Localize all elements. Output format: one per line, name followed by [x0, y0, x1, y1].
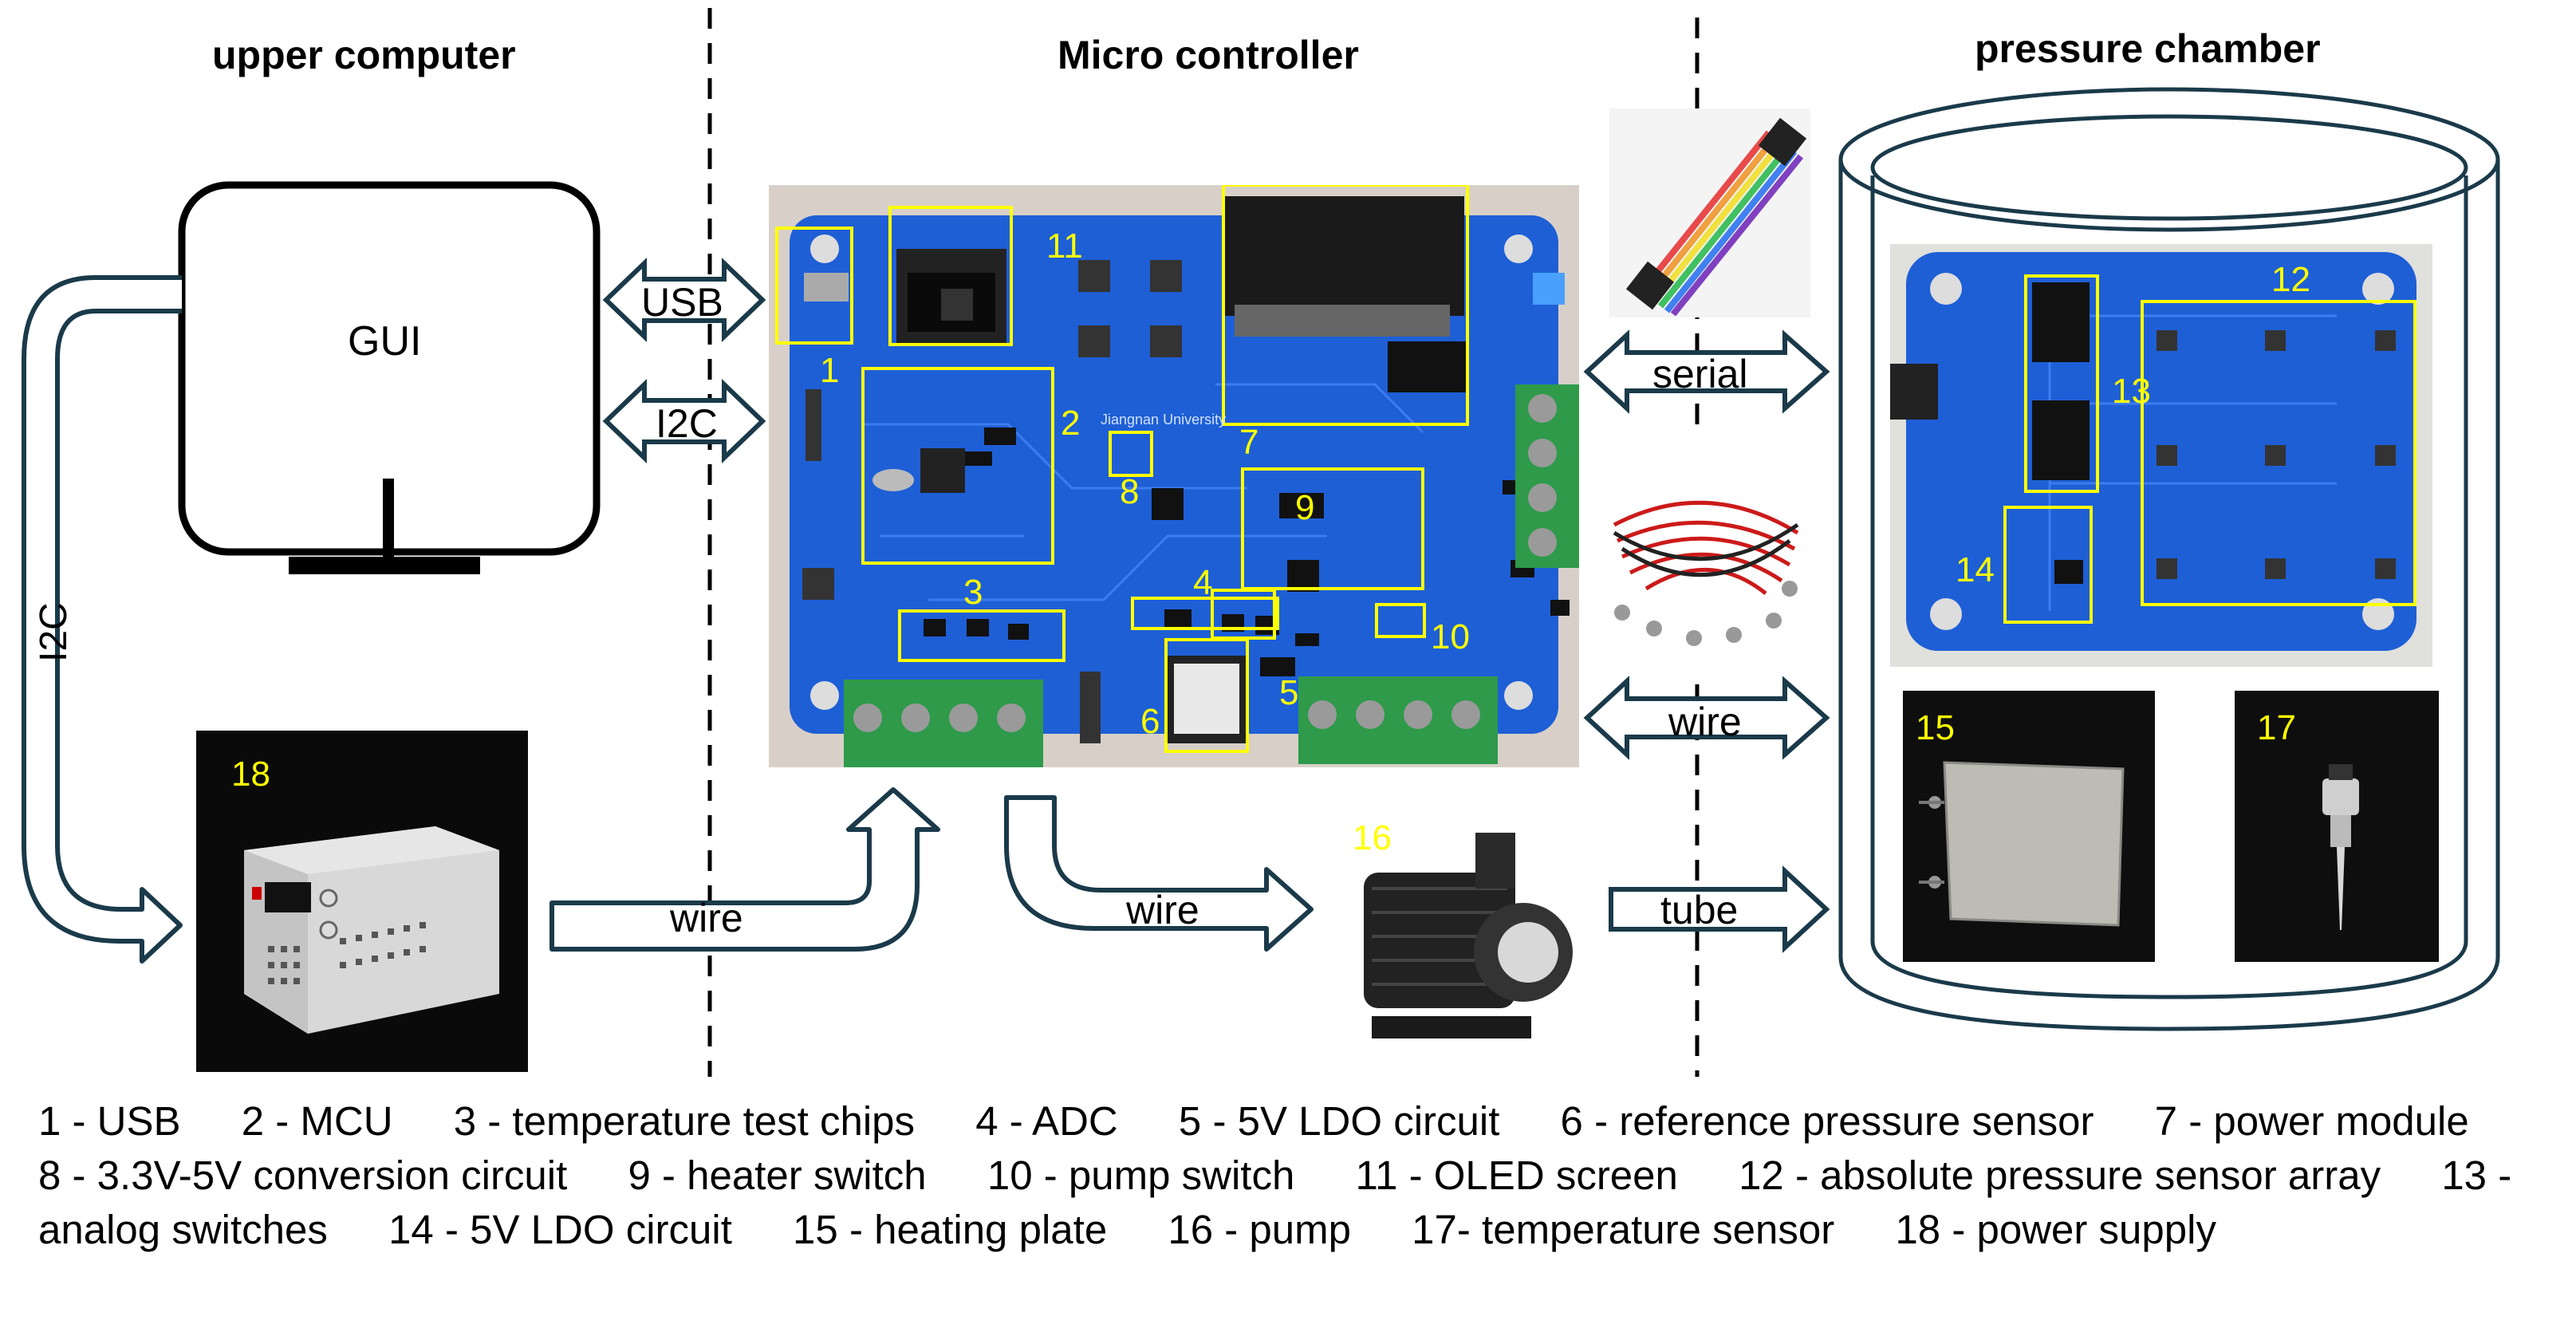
legend-item: 12 - absolute pressure sensor array — [1739, 1153, 2381, 1198]
ribbon-cable-photo — [1609, 108, 1810, 317]
board-text: Jiangnan University — [1101, 412, 1226, 428]
num-13: 13 — [2112, 372, 2151, 411]
legend: 1 - USB 2 - MCU 3 - temperature test chi… — [38, 1094, 2550, 1257]
legend-item: 7 - power module — [2154, 1098, 2469, 1144]
num-4: 4 — [1193, 563, 1213, 602]
num-18: 18 — [231, 755, 270, 794]
power-supply-photo — [196, 731, 528, 1072]
num-11: 11 — [1046, 227, 1083, 266]
num-3: 3 — [963, 573, 983, 612]
wire-left-label: wire — [670, 896, 743, 940]
wire-right-label: wire — [1668, 699, 1742, 744]
legend-item: 4 - ADC — [975, 1098, 1118, 1144]
legend-item: 9 - heater switch — [628, 1153, 927, 1198]
num-9: 9 — [1295, 488, 1315, 527]
num-16: 16 — [1353, 818, 1392, 857]
wire-down-arrow — [1004, 795, 1314, 952]
wire-pump-label: wire — [1126, 888, 1199, 932]
serial-arrow — [1583, 329, 1830, 414]
heating-plate-photo — [1903, 691, 2155, 962]
chamber-cylinder — [1838, 87, 2500, 1031]
monitor-neck — [383, 479, 394, 566]
legend-item: 10 - pump switch — [987, 1153, 1295, 1198]
num-14: 14 — [1956, 550, 1995, 589]
legend-item: 1 - USB — [38, 1098, 181, 1144]
num-5: 5 — [1279, 673, 1299, 712]
wire-right-arrow — [1583, 676, 1830, 760]
legend-item: 16 - pump — [1168, 1207, 1351, 1252]
num-12: 12 — [2271, 260, 2310, 299]
main-pcb-photo: Jiangnan University — [769, 185, 1579, 767]
pump-photo — [1340, 801, 1574, 1058]
gui-label: GUI — [348, 318, 422, 365]
legend-item: 18 - power supply — [1895, 1207, 2216, 1252]
i2c-side-label: I2C — [33, 602, 75, 662]
num-17: 17 — [2257, 708, 2296, 747]
tube-label: tube — [1660, 888, 1739, 932]
wire-up-arrow — [549, 787, 940, 952]
num-2: 2 — [1061, 404, 1081, 443]
monitor-base — [289, 557, 480, 574]
legend-item: 2 - MCU — [241, 1098, 393, 1144]
num-7: 7 — [1239, 423, 1259, 462]
temperature-sensor-photo — [2235, 691, 2439, 962]
i2c-label: I2C — [656, 401, 718, 446]
num-1: 1 — [820, 351, 840, 390]
tube-arrow — [1609, 865, 1830, 953]
num-15: 15 — [1916, 708, 1955, 747]
sensor-pcb-photo — [1890, 244, 2432, 667]
legend-item: 15 - heating plate — [793, 1207, 1108, 1252]
legend-item: 13 - analog switches — [38, 1153, 2512, 1252]
legend-item: 5 - 5V LDO circuit — [1178, 1098, 1500, 1144]
section-title-upper: upper computer — [212, 33, 516, 77]
num-10: 10 — [1431, 617, 1470, 656]
serial-label: serial — [1652, 352, 1748, 396]
i2c-arrow — [602, 378, 766, 464]
section-title-chamber: pressure chamber — [1975, 26, 2321, 71]
usb-arrow — [602, 257, 766, 343]
num-6: 6 — [1140, 702, 1160, 741]
legend-item: 17- temperature sensor — [1412, 1207, 1835, 1252]
legend-item: 8 - 3.3V-5V conversion circuit — [38, 1153, 568, 1198]
section-title-micro: Micro controller — [1058, 33, 1359, 77]
legend-item: 3 - temperature test chips — [453, 1098, 916, 1144]
legend-item: 14 - 5V LDO circuit — [388, 1207, 732, 1252]
i2c-side-arrow — [22, 275, 183, 964]
num-8: 8 — [1120, 472, 1140, 511]
legend-item: 11 - OLED screen — [1355, 1153, 1678, 1198]
usb-label: USB — [641, 280, 723, 325]
legend-item: 6 - reference pressure sensor — [1560, 1098, 2094, 1144]
wires-photo — [1598, 429, 1814, 670]
